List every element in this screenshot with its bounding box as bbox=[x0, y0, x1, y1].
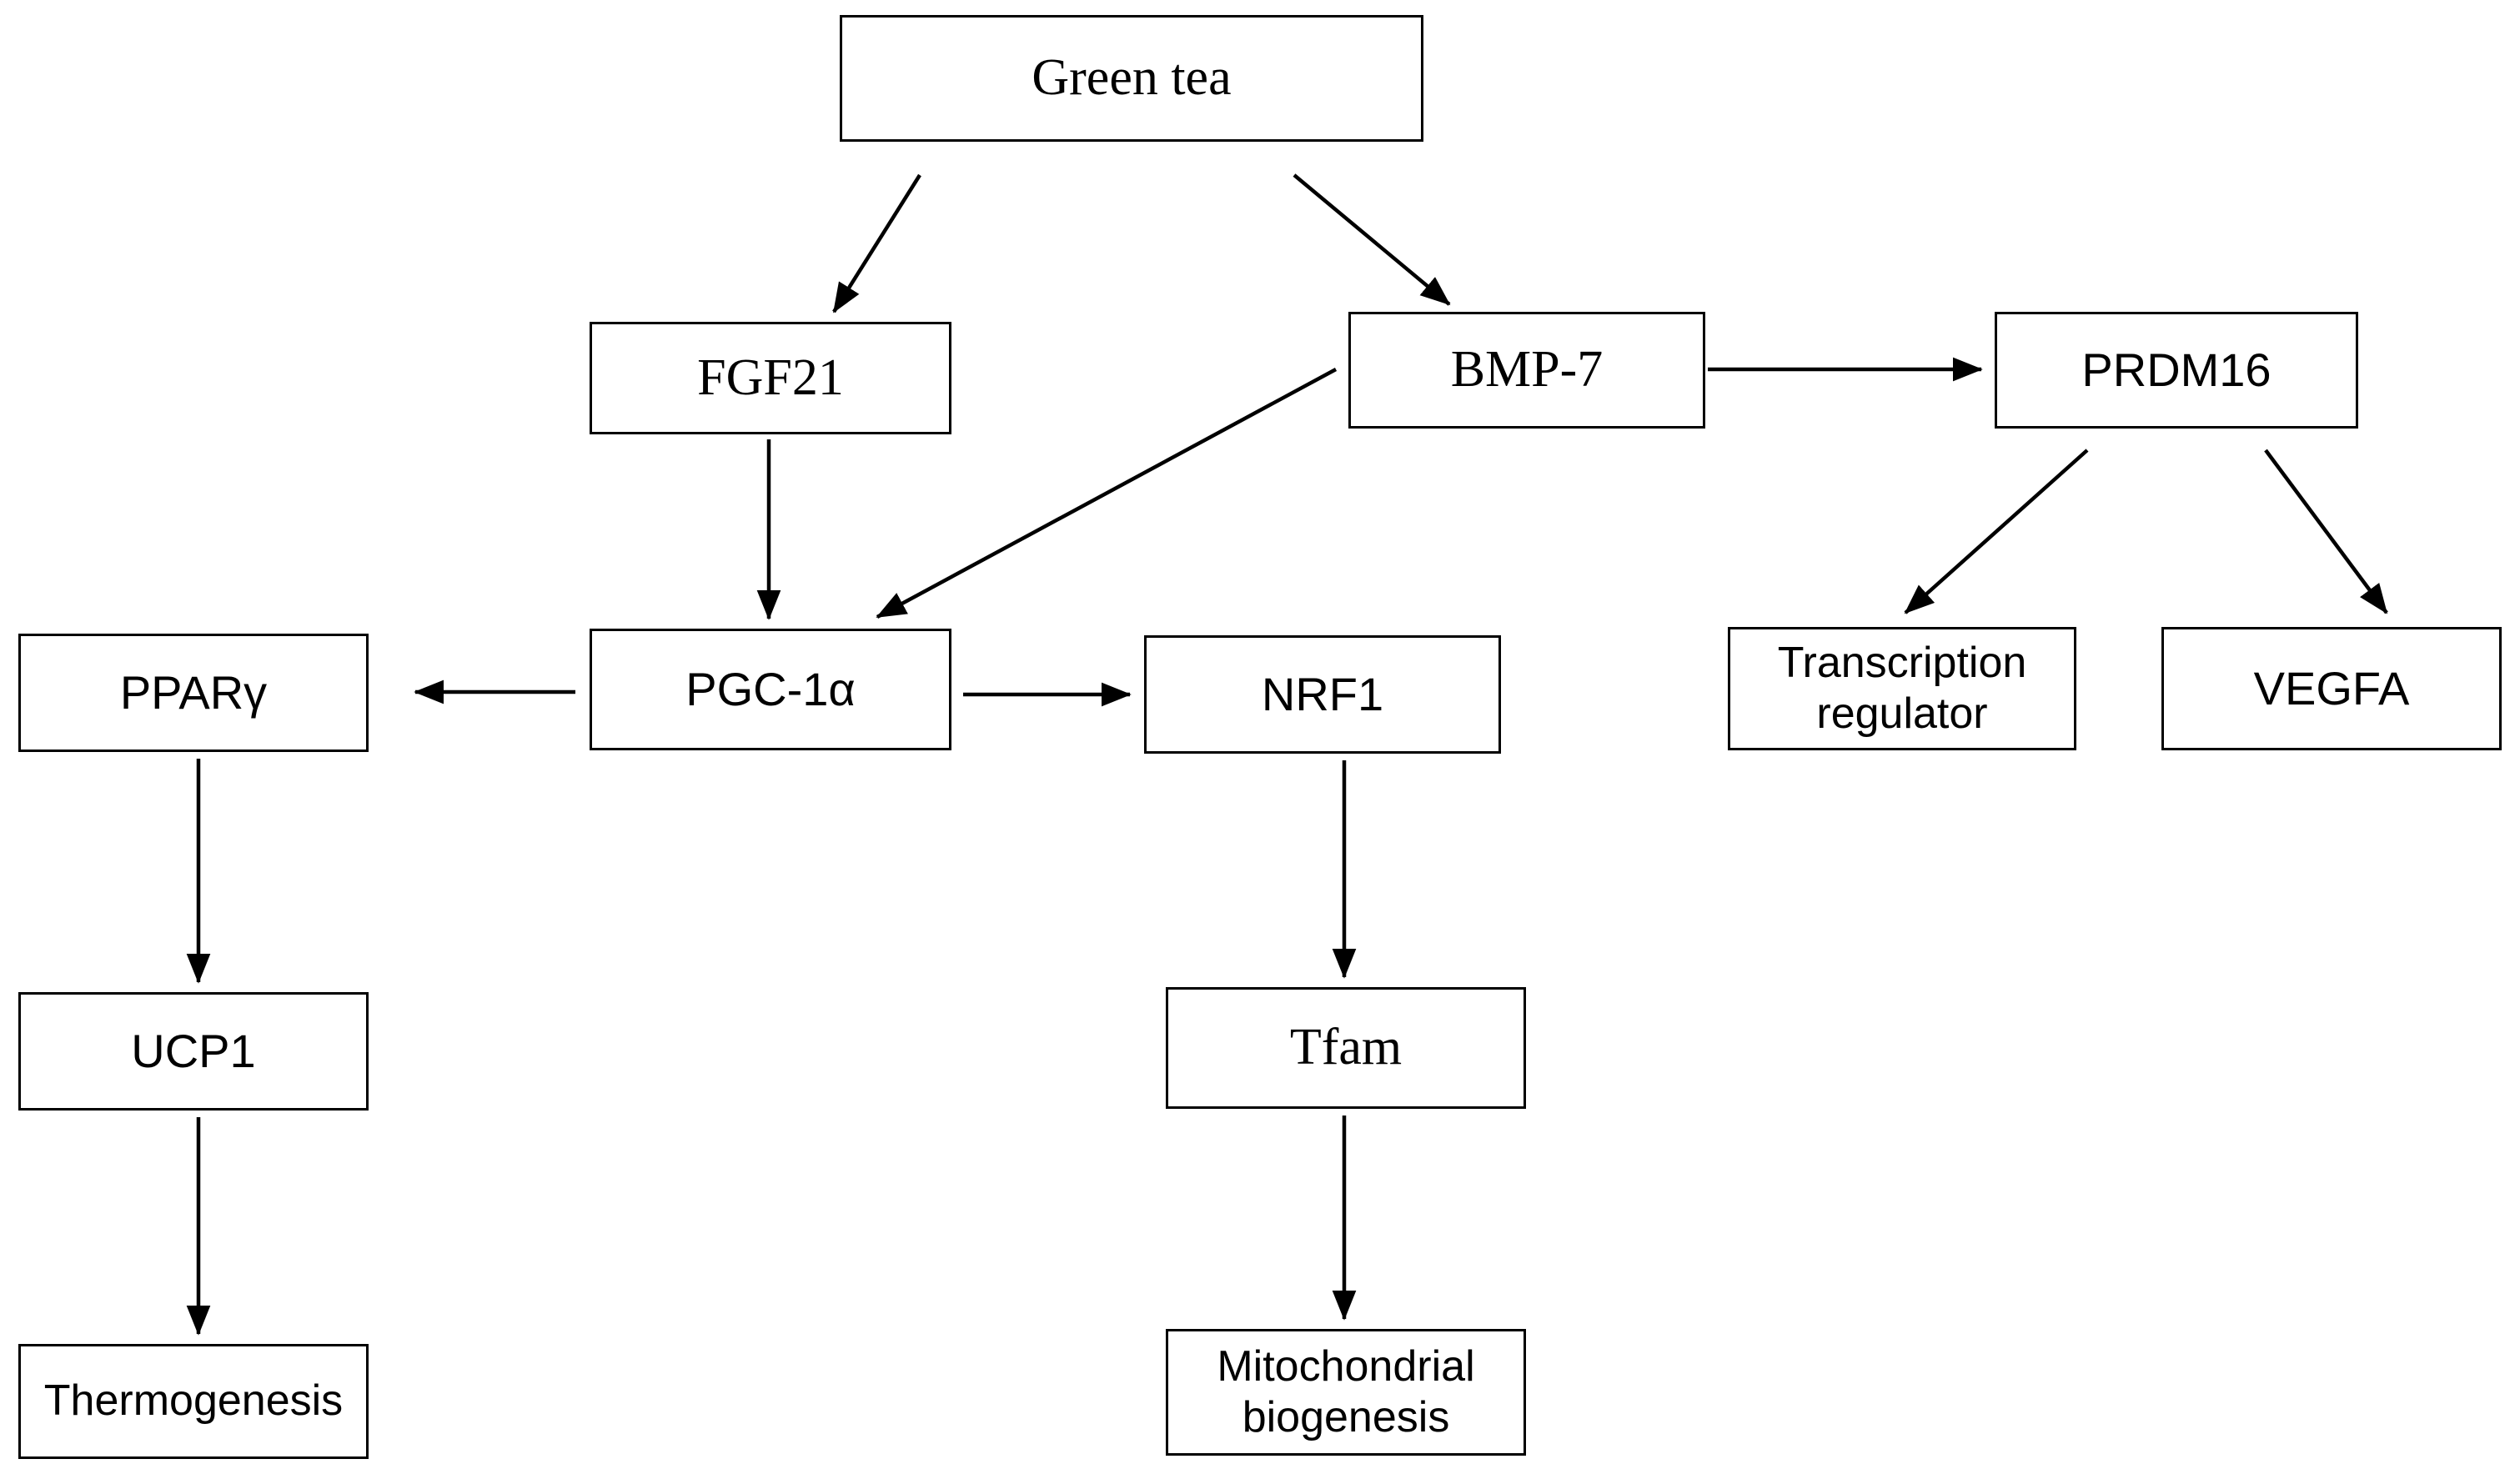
node-mitochondrial-biogenesis: Mitochondrial biogenesis bbox=[1166, 1329, 1526, 1456]
edge-green-tea-to-fgf21 bbox=[832, 173, 921, 313]
node-label-ppar-gamma: PPARγ bbox=[119, 665, 268, 719]
node-ucp1: UCP1 bbox=[18, 992, 369, 1111]
node-transcription-regulator: Transcription regulator bbox=[1728, 627, 2076, 750]
node-nrf1: NRF1 bbox=[1144, 635, 1501, 754]
node-thermogenesis: Thermogenesis bbox=[18, 1344, 369, 1459]
node-label-prdm16: PRDM16 bbox=[2081, 343, 2272, 396]
node-label-fgf21: FGF21 bbox=[697, 348, 844, 406]
edge-prdm16-to-vegfa bbox=[2264, 449, 2388, 614]
node-label-nrf1: NRF1 bbox=[1261, 667, 1384, 720]
node-label-pgc-1a: PGC-1α bbox=[685, 662, 856, 715]
node-green-tea: Green tea bbox=[840, 15, 1423, 142]
node-bmp7: BMP-7 bbox=[1348, 312, 1705, 429]
node-label-transcription-regulator: Transcription regulator bbox=[1777, 638, 2027, 738]
node-label-vegfa: VEGFA bbox=[2253, 661, 2410, 714]
node-label-thermogenesis: Thermogenesis bbox=[43, 1376, 344, 1426]
node-fgf21: FGF21 bbox=[590, 322, 951, 434]
node-prdm16: PRDM16 bbox=[1995, 312, 2358, 429]
node-label-ucp1: UCP1 bbox=[131, 1024, 256, 1077]
node-label-mitochondrial-biogenesis: Mitochondrial biogenesis bbox=[1217, 1341, 1475, 1441]
node-ppar-gamma: PPARγ bbox=[18, 634, 369, 752]
node-tfam: Tfam bbox=[1166, 987, 1526, 1109]
node-pgc-1a: PGC-1α bbox=[590, 629, 951, 750]
node-label-bmp7: BMP-7 bbox=[1450, 341, 1604, 399]
node-label-green-tea: Green tea bbox=[1032, 49, 1232, 107]
edge-green-tea-to-bmp7 bbox=[1293, 173, 1451, 306]
node-label-tfam: Tfam bbox=[1289, 1019, 1403, 1076]
node-vegfa: VEGFA bbox=[2161, 627, 2502, 750]
edge-prdm16-to-transcription-regulator bbox=[1904, 449, 2089, 614]
